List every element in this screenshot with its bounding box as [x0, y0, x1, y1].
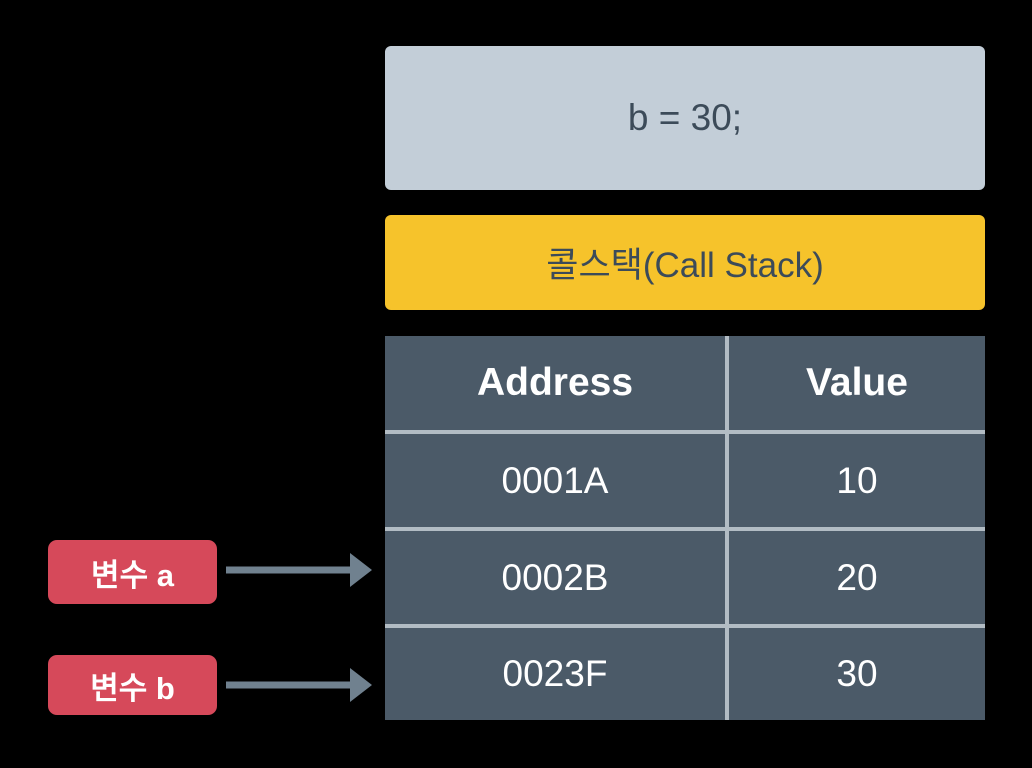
address-cell: 0001A — [385, 434, 725, 527]
address-cell: 0002B — [385, 531, 725, 624]
variable-b-label: 변수 b — [48, 655, 217, 715]
arrow-variable-b-icon — [226, 668, 372, 702]
code-statement-box: b = 30; — [385, 46, 985, 190]
arrow-variable-a-icon — [226, 553, 372, 587]
variable-a-label: 변수 a — [48, 540, 217, 604]
column-header-value: Value — [729, 336, 985, 430]
address-cell: 0023F — [385, 628, 725, 720]
value-cell: 30 — [729, 628, 985, 720]
callstack-title-text: 콜스택(Call Stack) — [546, 246, 824, 285]
code-statement-text: b = 30; — [627, 97, 743, 138]
variable-a-label-text: 변수 a — [91, 557, 174, 593]
value-cell: 20 — [729, 531, 985, 624]
variable-b-label-text: 변수 b — [90, 670, 175, 706]
value-cell: 10 — [729, 434, 985, 527]
memory-table: Address Value 0001A 10 0002B 20 0023F 30 — [385, 336, 985, 720]
callstack-title-box: 콜스택(Call Stack) — [385, 215, 985, 310]
column-header-address: Address — [385, 336, 725, 430]
